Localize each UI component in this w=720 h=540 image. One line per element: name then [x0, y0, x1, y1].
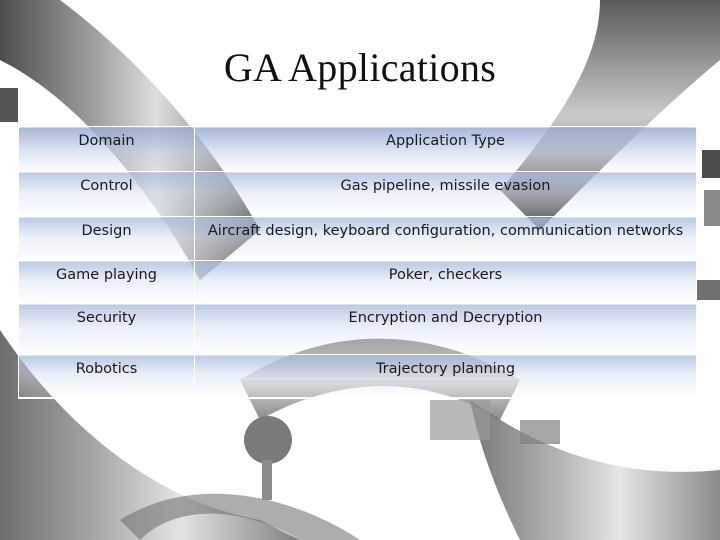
cell-domain: Game playing — [18, 260, 195, 304]
cell-application: Encryption and Decryption — [194, 303, 697, 355]
helix-strand-left-bottom — [0, 330, 300, 540]
table-row: Security Encryption and Decryption — [18, 303, 697, 355]
cell-domain: Security — [18, 303, 195, 355]
base-pair-block — [704, 190, 720, 226]
header-application-type: Application Type — [194, 126, 697, 172]
base-pair-block — [702, 150, 720, 178]
cell-application: Gas pipeline, missile evasion — [194, 171, 697, 217]
base-pair-block — [0, 88, 18, 122]
cell-application: Trajectory planning — [194, 354, 697, 399]
base-pair-stem — [262, 460, 272, 500]
table-row: Robotics Trajectory planning — [18, 354, 697, 399]
cell-domain: Robotics — [18, 354, 195, 399]
table-row: Game playing Poker, checkers — [18, 260, 697, 304]
cell-application: Aircraft design, keyboard configuration,… — [194, 216, 697, 261]
base-pair-block — [696, 280, 720, 300]
table-row: Design Aircraft design, keyboard configu… — [18, 216, 697, 261]
cell-domain: Design — [18, 216, 195, 261]
cell-application: Poker, checkers — [194, 260, 697, 304]
table-row: Control Gas pipeline, missile evasion — [18, 171, 697, 217]
applications-table: Domain Application Type Control Gas pipe… — [18, 126, 697, 399]
base-pair-knob — [244, 416, 292, 464]
header-domain: Domain — [18, 126, 195, 172]
helix-strand-right-bottom — [470, 400, 720, 540]
table-header-row: Domain Application Type — [18, 126, 697, 172]
base-pair-block — [520, 420, 560, 444]
cell-domain: Control — [18, 171, 195, 217]
slide-title: GA Applications — [223, 45, 497, 90]
helix-strand-lower-curve — [120, 493, 360, 540]
base-pair-block — [430, 400, 490, 440]
